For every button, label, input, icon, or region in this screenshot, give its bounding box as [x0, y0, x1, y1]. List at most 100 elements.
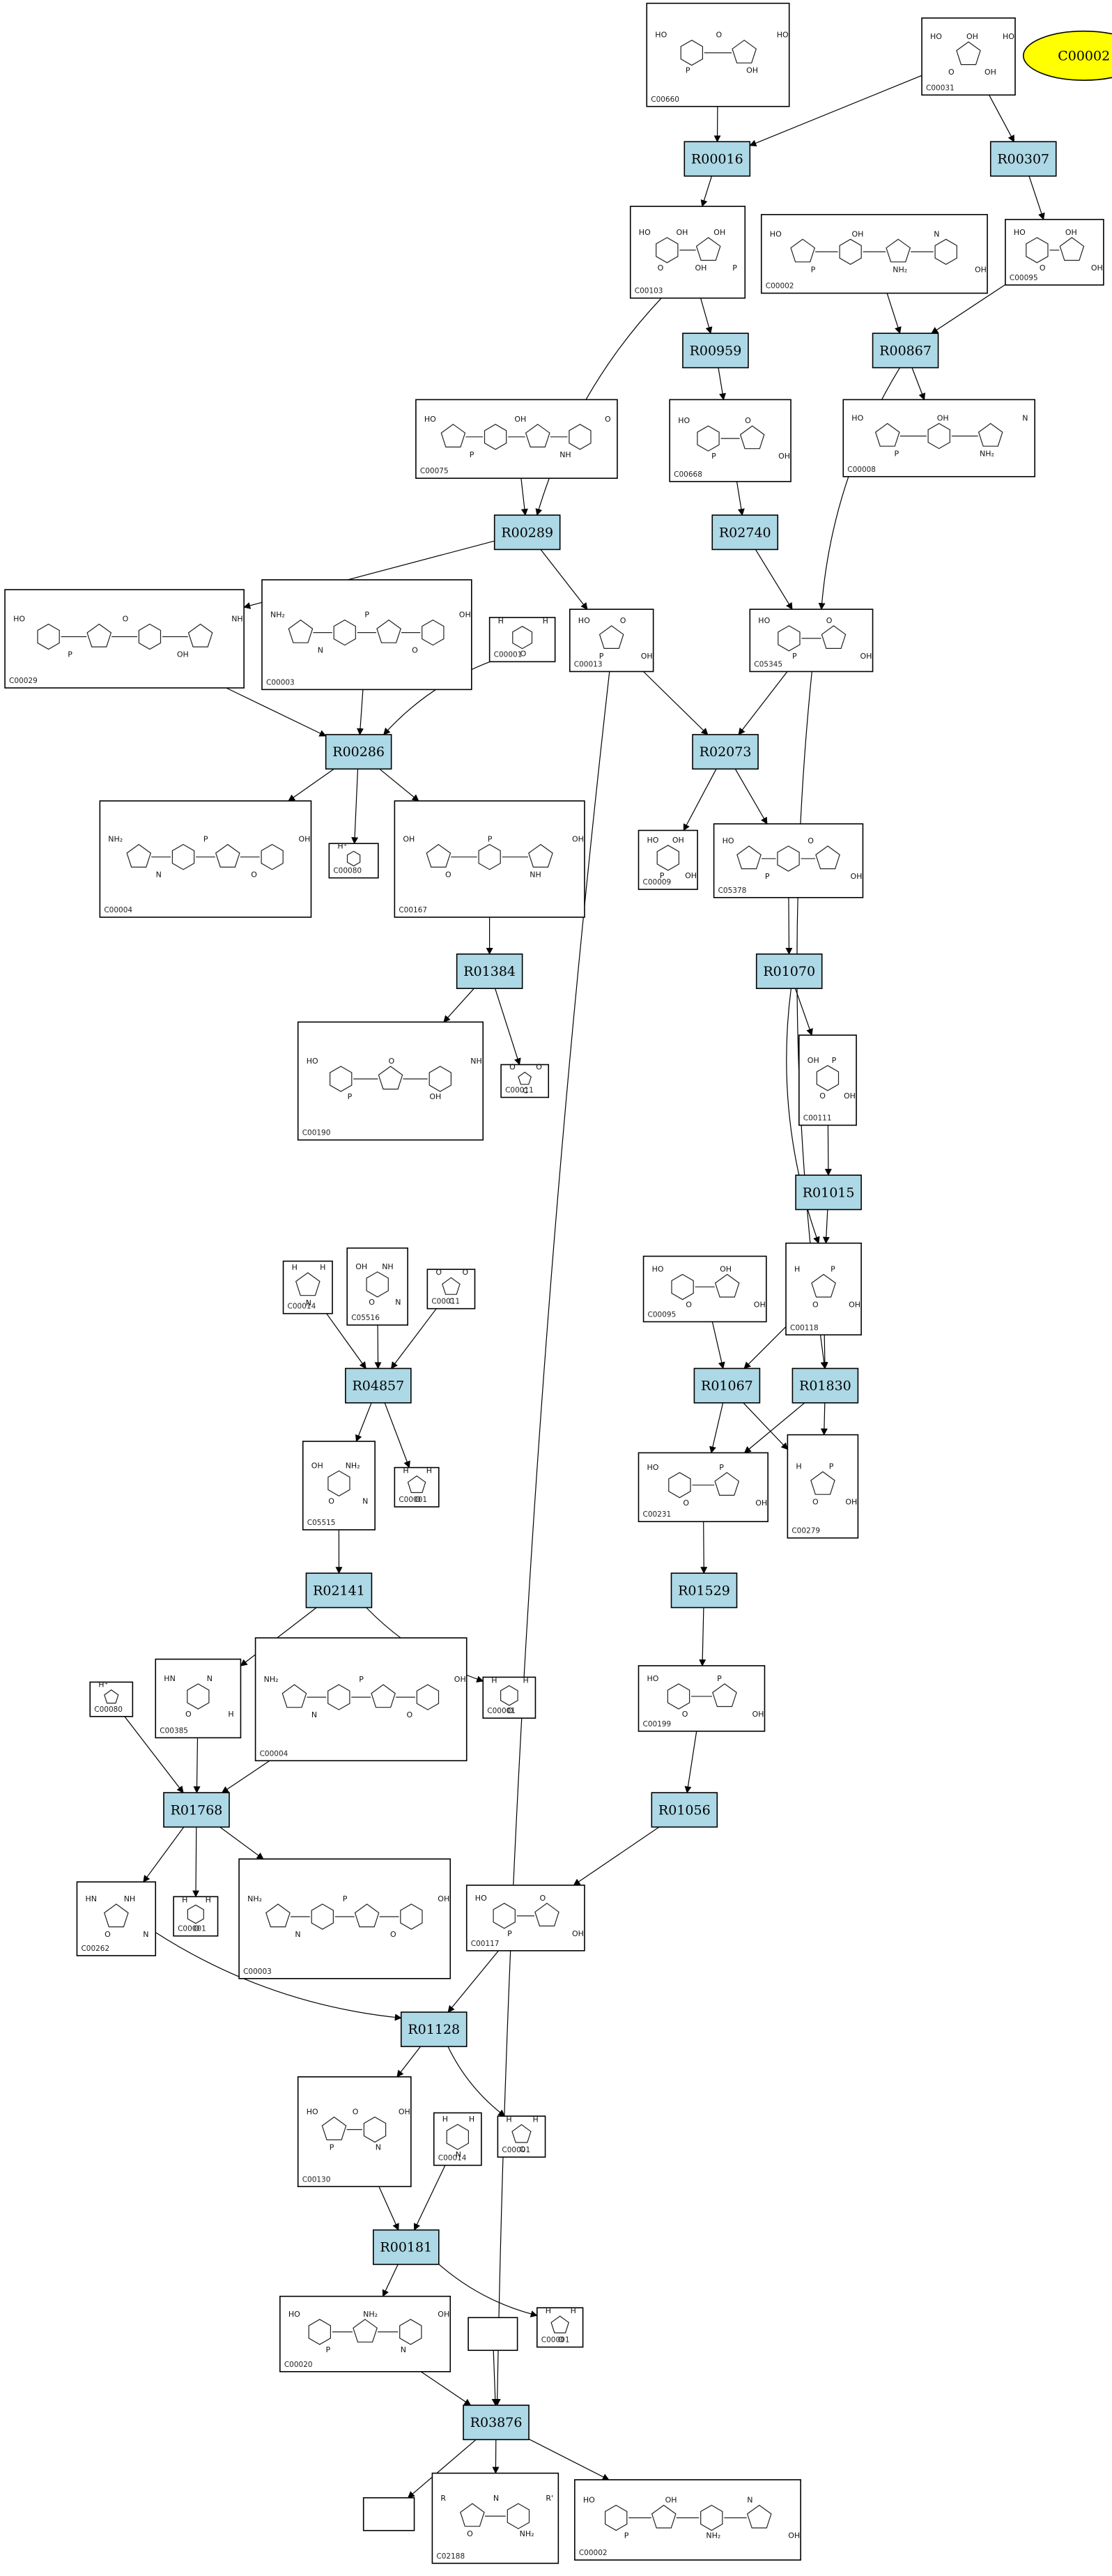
- edge-arrow: [407, 2439, 477, 2499]
- ring-bond: [187, 1683, 210, 1710]
- atom-label: OH: [572, 835, 584, 844]
- edge-arrow: [755, 549, 793, 611]
- reaction-node[interactable]: R00867: [872, 332, 939, 369]
- ring-bond: [790, 238, 816, 263]
- reaction-node[interactable]: R03876: [463, 2405, 530, 2441]
- ring-bond: [327, 1684, 350, 1710]
- reaction-node[interactable]: R02073: [692, 734, 759, 770]
- compound-id-label: C00014: [438, 2154, 467, 2163]
- reaction-node[interactable]: R04857: [345, 1367, 412, 1404]
- atom-label: OH: [937, 414, 949, 423]
- ring-bond: [671, 1273, 694, 1301]
- reaction-node[interactable]: R00286: [325, 734, 392, 770]
- compound-node[interactable]: H⁺C00080: [328, 841, 379, 879]
- compound-id-label: C00013: [574, 661, 603, 669]
- compound-node[interactable]: H⁺C00080: [89, 1680, 134, 1717]
- atom-label: HO: [647, 836, 659, 845]
- reaction-node[interactable]: R01128: [400, 2011, 468, 2048]
- edge-arrow: [989, 95, 1015, 143]
- reaction-node[interactable]: R00289: [493, 514, 561, 551]
- reaction-node[interactable]: R01070: [755, 953, 823, 990]
- reaction-node[interactable]: R00959: [682, 332, 749, 369]
- atom-label: OH: [852, 229, 864, 238]
- ring-bond: [550, 2315, 570, 2333]
- reaction-node[interactable]: R01529: [670, 1572, 738, 1609]
- atom-label: NH₂: [363, 2310, 378, 2319]
- empty-compound-node[interactable]: [468, 2317, 518, 2352]
- atom-label: O: [808, 836, 814, 845]
- reaction-node[interactable]: R00181: [372, 2229, 440, 2265]
- edge-arrow: [396, 2046, 422, 2078]
- atom-label: N: [143, 1930, 148, 1939]
- ring-bond: [714, 1273, 740, 1298]
- atom-label: O: [389, 1057, 395, 1066]
- reaction-node[interactable]: R01830: [791, 1367, 859, 1404]
- reaction-node[interactable]: R02141: [305, 1572, 373, 1609]
- reaction-node[interactable]: R01067: [693, 1367, 761, 1404]
- atom-label: O: [509, 1062, 516, 1071]
- ring-bond: [815, 845, 840, 870]
- highlighted-compound[interactable]: C00002: [1022, 30, 1112, 81]
- compound-id-label: C00003: [266, 678, 295, 687]
- reaction-node[interactable]: R00307: [989, 141, 1057, 177]
- atom-label: H: [794, 1265, 800, 1274]
- atom-label: OH: [755, 1498, 767, 1508]
- atom-label: H: [546, 2306, 551, 2315]
- reaction-node[interactable]: R01768: [163, 1792, 230, 1828]
- reaction-node[interactable]: R01015: [795, 1174, 862, 1211]
- reaction-node[interactable]: R00016: [684, 141, 751, 177]
- atom-label: P: [717, 1674, 722, 1683]
- empty-compound-node[interactable]: [362, 2497, 415, 2531]
- reaction-node[interactable]: R02740: [711, 514, 779, 551]
- reaction-node[interactable]: R01056: [651, 1792, 718, 1828]
- atom-label: OH: [572, 1929, 584, 1938]
- ring-bond: [327, 1470, 350, 1497]
- atom-label: O: [445, 871, 451, 880]
- reaction-node[interactable]: R01384: [456, 953, 523, 990]
